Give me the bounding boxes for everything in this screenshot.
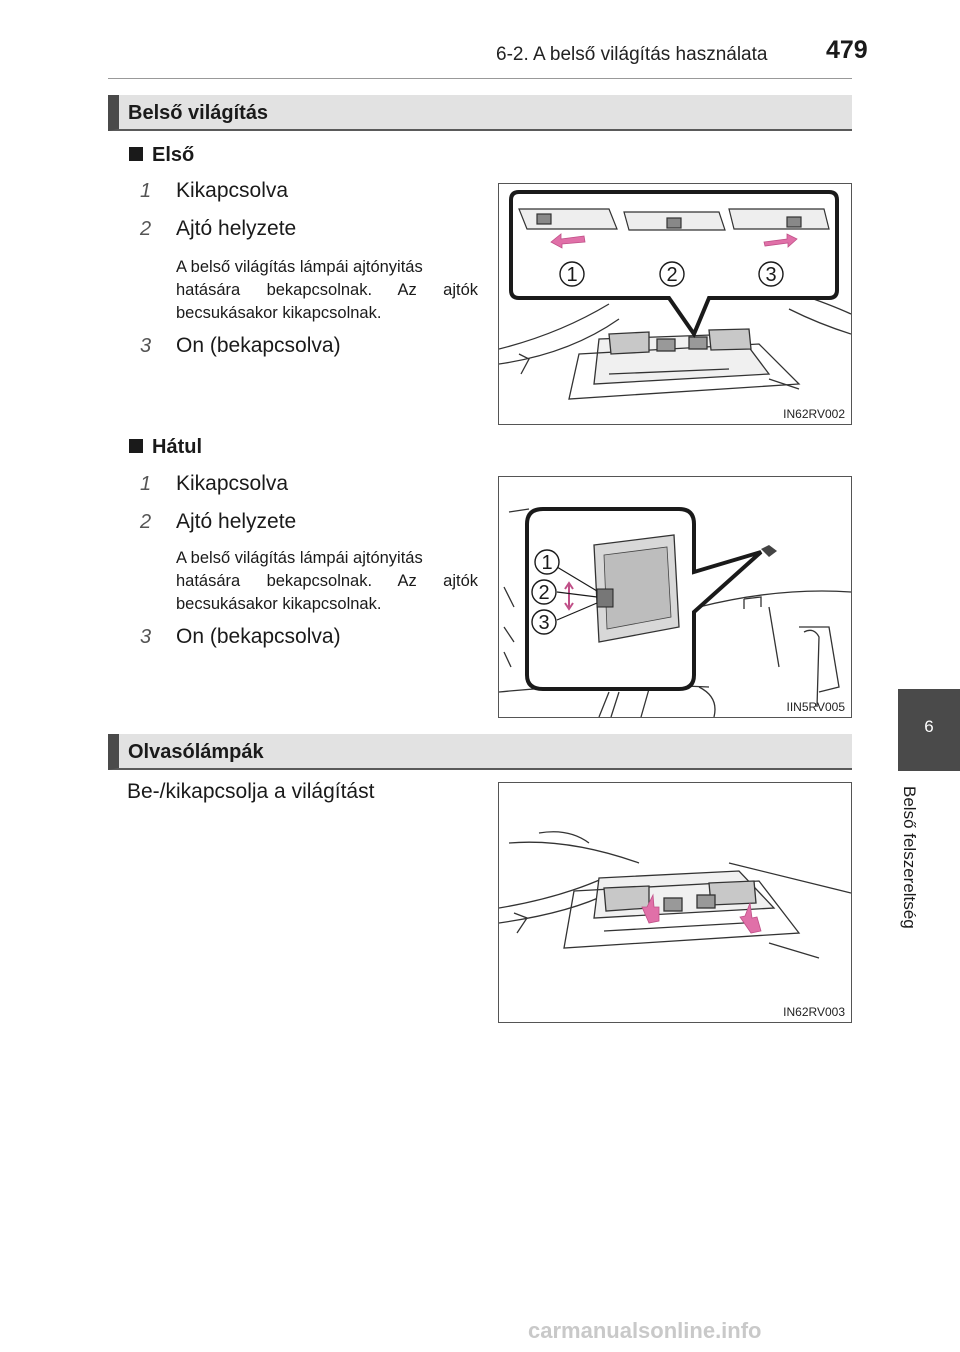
chapter-label: Belső felszereltség [895, 786, 923, 966]
chapter-number: 6 [924, 717, 934, 736]
figure-code: IN62RV003 [783, 1005, 845, 1019]
chapter-tab[interactable]: 6 [898, 689, 960, 771]
callout-2: 2 [538, 582, 549, 604]
front-item-door: Ajtó helyzete [176, 217, 297, 240]
section-bar-interior-lights: Belső világítás [108, 95, 852, 131]
figure-code: IIN5RV005 [786, 700, 845, 714]
item-number: 2 [140, 511, 152, 533]
item-number: 3 [140, 335, 152, 357]
reading-lights-text: Be-/kikapcsolja a világítást [127, 780, 375, 803]
figure-code: IN62RV002 [783, 407, 845, 421]
watermark: carmanualsonline.info [528, 1318, 762, 1343]
header-divider [108, 78, 852, 79]
callout-1: 1 [541, 552, 552, 574]
callout-3: 3 [765, 264, 776, 286]
section-title-reading-lights: Olvasólámpák [128, 741, 264, 763]
callout-3: 3 [538, 612, 549, 634]
item-number: 3 [140, 626, 152, 648]
front-lights-illustration: 1 2 3 [499, 190, 851, 400]
rear-item-door: Ajtó helyzete [176, 510, 297, 533]
note-line: A belső világítás lámpái ajtónyitás [176, 258, 423, 276]
note-line: hatására bekapcsolnak. Az ajtók [176, 572, 478, 590]
callout-1: 1 [566, 264, 577, 286]
page-number: 479 [826, 36, 868, 64]
subheading-rear-label: Hátul [152, 436, 202, 458]
rear-light-illustration: 1 2 3 [499, 507, 851, 717]
item-number: 2 [140, 218, 152, 240]
note-line: becsukásakor kikapcsolnak. [176, 595, 382, 613]
square-bullet-icon [129, 147, 143, 161]
item-number: 1 [140, 473, 152, 495]
callout-2: 2 [666, 264, 677, 286]
front-item-off: Kikapcsolva [176, 179, 289, 202]
note-line: becsukásakor kikapcsolnak. [176, 304, 382, 322]
header-section-title: 6-2. A belső világítás használata [496, 44, 768, 65]
front-door-note: A belső világítás lámpái ajtónyitás hatá… [176, 256, 478, 325]
note-line: hatására bekapcsolnak. Az ajtók [176, 281, 478, 299]
rear-item-on: On (bekapcsolva) [176, 625, 341, 648]
chapter-label-text: Belső felszereltség [900, 786, 919, 929]
note-line: A belső világítás lámpái ajtónyitás [176, 549, 423, 567]
item-number: 1 [140, 180, 152, 202]
subheading-rear: Hátul [129, 436, 202, 459]
section-bar-reading-lights: Olvasólámpák [108, 734, 852, 770]
section-title-interior-lights: Belső világítás [128, 102, 269, 124]
front-item-on: On (bekapcsolva) [176, 334, 341, 357]
square-bullet-icon [129, 439, 143, 453]
rear-item-off: Kikapcsolva [176, 472, 289, 495]
figure-reading-lights: IN62RV003 [498, 782, 852, 1023]
subheading-front-label: Első [152, 144, 195, 166]
reading-lights-illustration [499, 831, 851, 959]
subheading-front: Első [129, 144, 194, 167]
figure-rear-light: 1 2 3 IIN5RV005 [498, 476, 852, 718]
figure-front-lights: 1 2 3 IN62RV002 [498, 183, 852, 425]
rear-door-note: A belső világítás lámpái ajtónyitás hatá… [176, 547, 478, 616]
